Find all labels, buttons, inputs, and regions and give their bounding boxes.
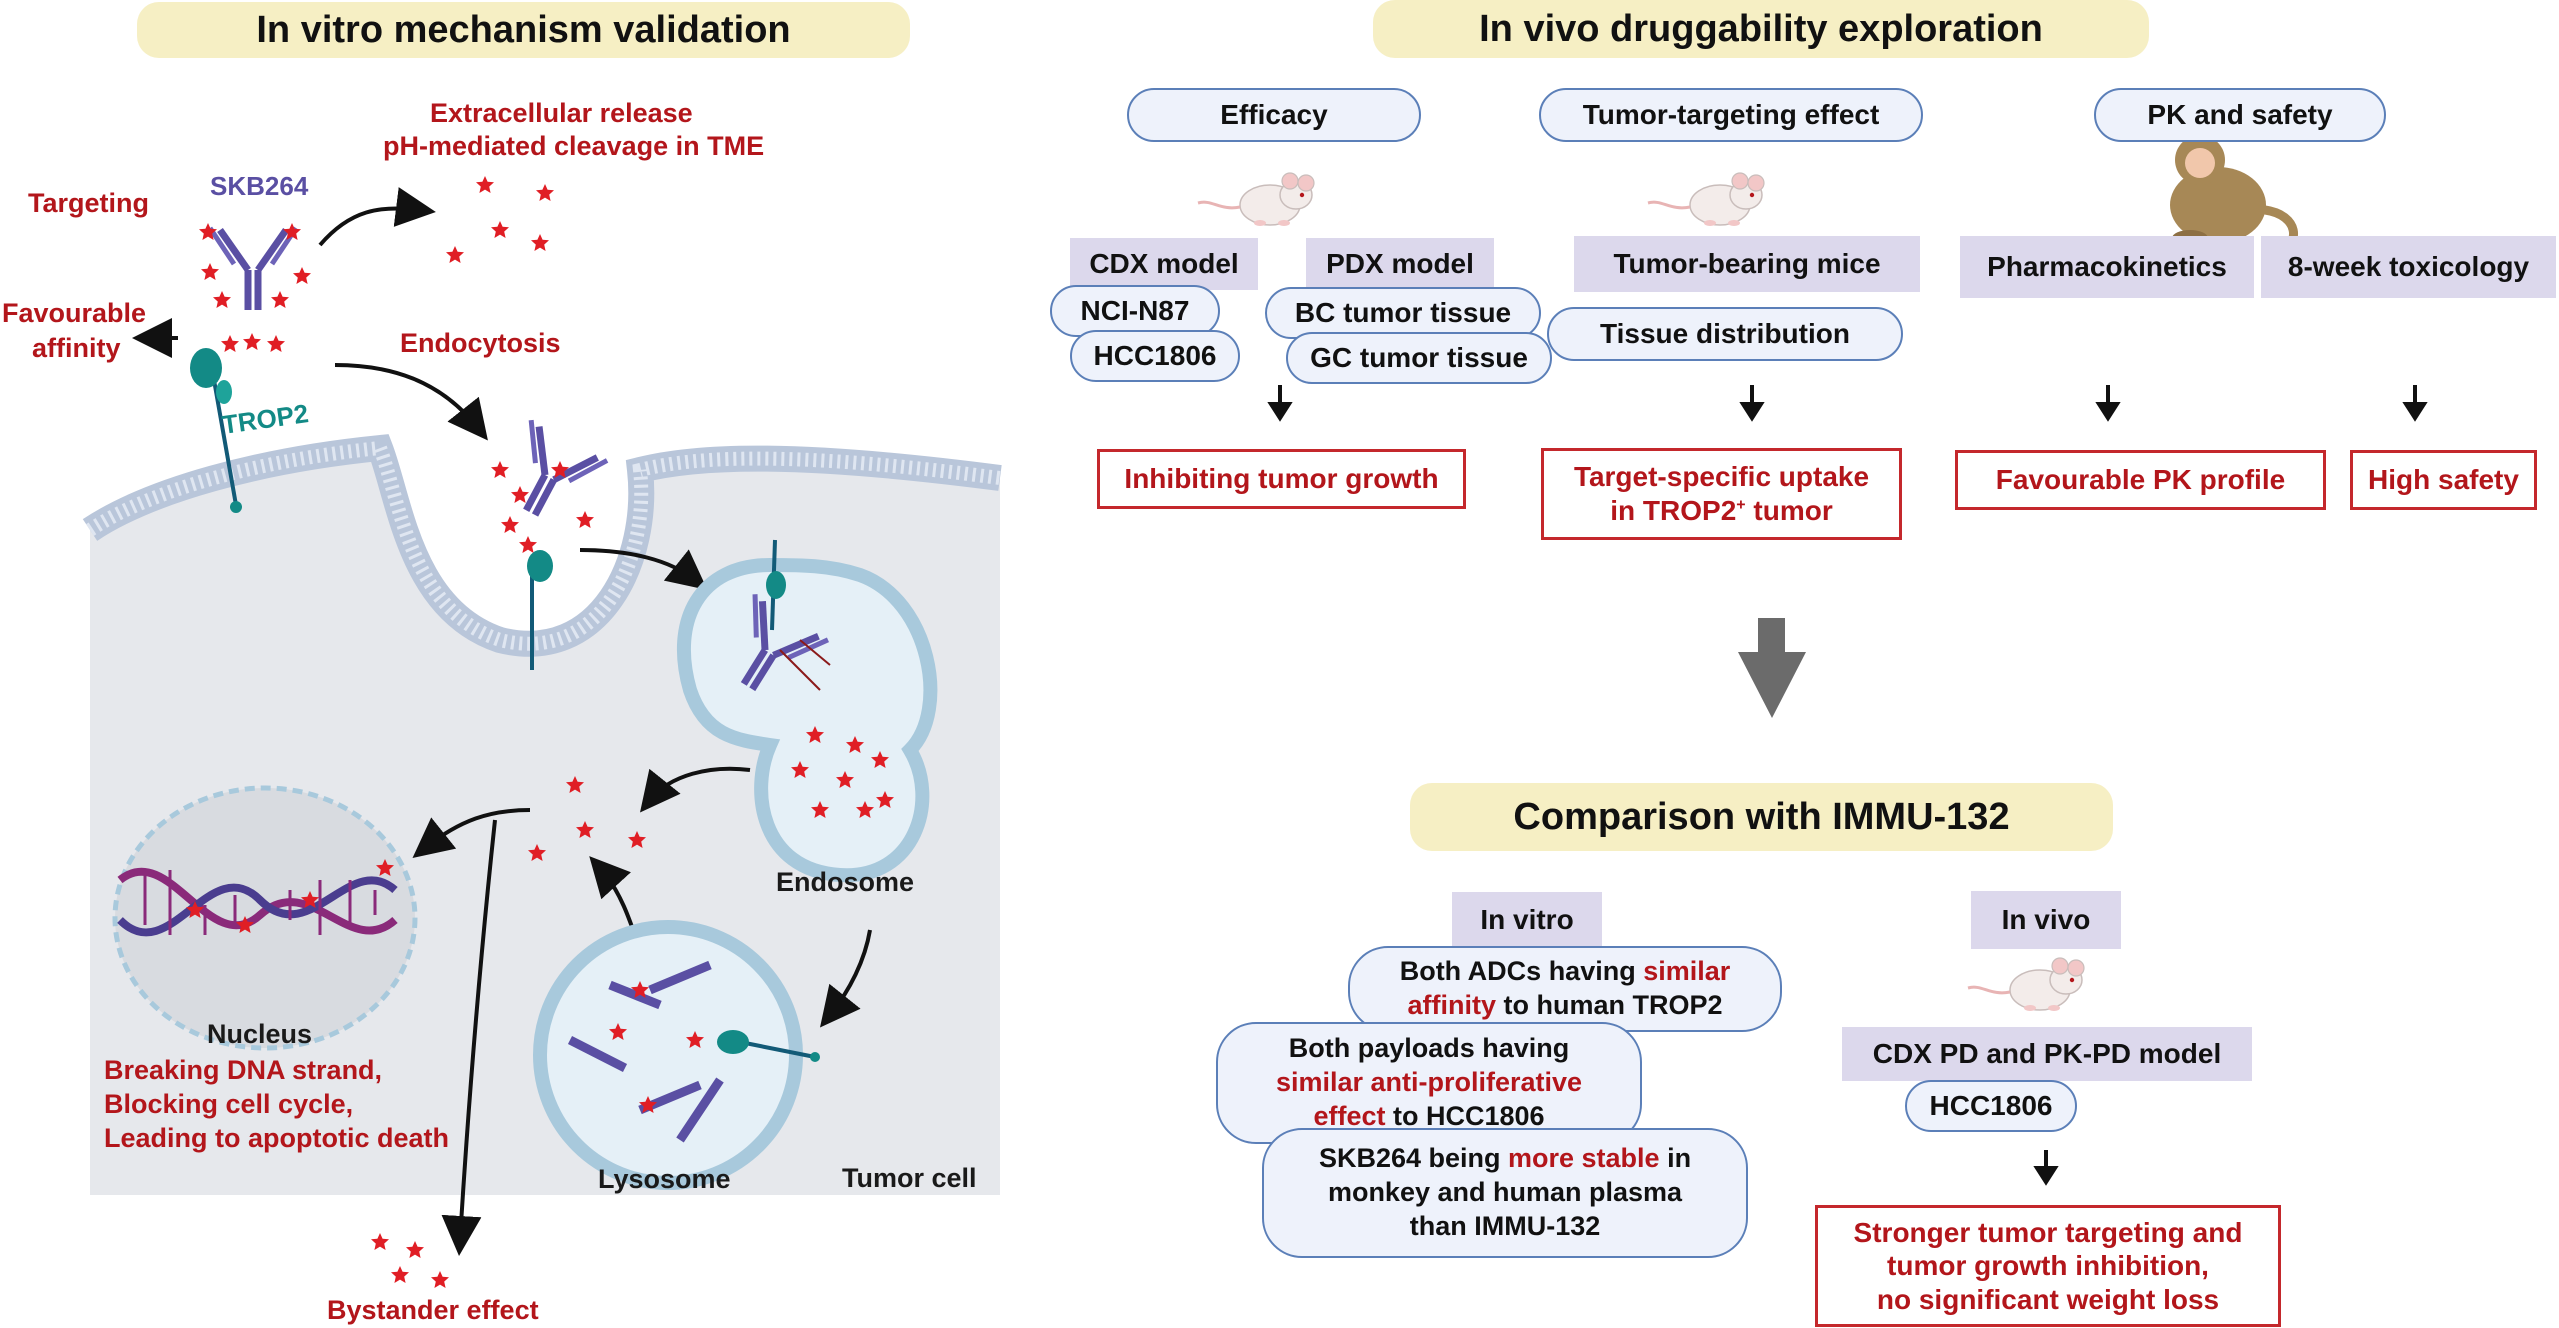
lysosome-shape	[533, 920, 820, 1190]
nucleus-effect-3: Leading to apoptotic death	[104, 1123, 449, 1153]
lysosome-label: Lysosome	[598, 1164, 731, 1194]
bystander-label: Bystander effect	[327, 1295, 539, 1325]
nucleus-shape	[112, 785, 418, 1051]
in-vivo-result: Stronger tumor targeting and tumor growt…	[1815, 1205, 2281, 1327]
pdx-model-box: PDX model	[1306, 238, 1494, 290]
bc-tumor-pill: BC tumor tissue	[1265, 287, 1541, 339]
targeting-result: Target-specific uptake in TROP2+ tumor	[1541, 448, 1902, 540]
big-down-arrow	[1738, 618, 1806, 718]
tumor-bearing-mice-box: Tumor-bearing mice	[1574, 236, 1920, 292]
in-vivo-label: In vivo	[1971, 891, 2121, 949]
favourable-line2: affinity	[32, 333, 121, 363]
stability-bubble: SKB264 being more stable in monkey and h…	[1262, 1128, 1748, 1258]
released-payload	[446, 176, 554, 263]
cdx-pd-model-box: CDX PD and PK-PD model	[1842, 1027, 2252, 1081]
endosome-shape	[676, 539, 938, 883]
targeting-result-line2: in TROP2+ tumor	[1610, 495, 1833, 526]
targeting-result-line1: Target-specific uptake	[1573, 461, 1870, 493]
release-line1: Extracellular release	[430, 98, 693, 128]
comparison-banner: Comparison with IMMU-132	[1410, 783, 2113, 851]
skb264-label: SKB264	[210, 171, 309, 201]
nucleus-effect-1: Breaking DNA strand,	[104, 1055, 383, 1085]
release-line2: pH-mediated cleavage in TME	[383, 131, 765, 161]
favourable-line1: Favourable	[2, 298, 147, 328]
tissue-distribution-pill: Tissue distribution	[1547, 307, 1903, 361]
tumor-targeting-pill: Tumor-targeting effect	[1539, 88, 1923, 142]
cdx-model-box: CDX model	[1070, 238, 1258, 290]
pk-safety-pill: PK and safety	[2094, 88, 2386, 142]
comparison-mouse	[1966, 956, 2086, 1013]
toxicology-box: 8-week toxicology	[2261, 236, 2556, 298]
gc-tumor-pill: GC tumor tissue	[1286, 332, 1552, 384]
affinity-bubble: Both ADCs having similar affinity to hum…	[1348, 946, 1782, 1032]
pharmacokinetics-box: Pharmacokinetics	[1960, 236, 2254, 298]
nucleus-effect-2: Blocking cell cycle,	[104, 1089, 354, 1119]
in-vitro-label: In vitro	[1452, 892, 1602, 948]
nucleus-label: Nucleus	[207, 1019, 313, 1049]
efficacy-result: Inhibiting tumor growth	[1097, 449, 1466, 509]
targeting-mouse	[1646, 171, 1766, 228]
hcc1806-pill-efficacy: HCC1806	[1070, 330, 1240, 382]
tumor-cell-label: Tumor cell	[842, 1163, 977, 1193]
endosome-label: Endosome	[776, 867, 915, 897]
hcc1806-pill-invivo: HCC1806	[1905, 1080, 2077, 1132]
right-banner: In vivo druggability exploration	[1373, 0, 2149, 58]
left-banner: In vitro mechanism validation	[137, 2, 910, 58]
endocytosis-label: Endocytosis	[400, 328, 561, 358]
bystander-payload	[371, 1233, 449, 1288]
pk-monkey	[2170, 135, 2298, 255]
trop2-receptor	[190, 348, 242, 513]
payload-bubble: Both payloads having similar anti-prolif…	[1216, 1022, 1642, 1144]
efficacy-mouse	[1196, 171, 1316, 228]
targeting-label: Targeting	[28, 188, 149, 218]
efficacy-pill: Efficacy	[1127, 88, 1421, 142]
safety-result: High safety	[2350, 450, 2537, 510]
nci-n87-pill: NCI-N87	[1050, 285, 1220, 337]
pk-result: Favourable PK profile	[1955, 450, 2326, 510]
